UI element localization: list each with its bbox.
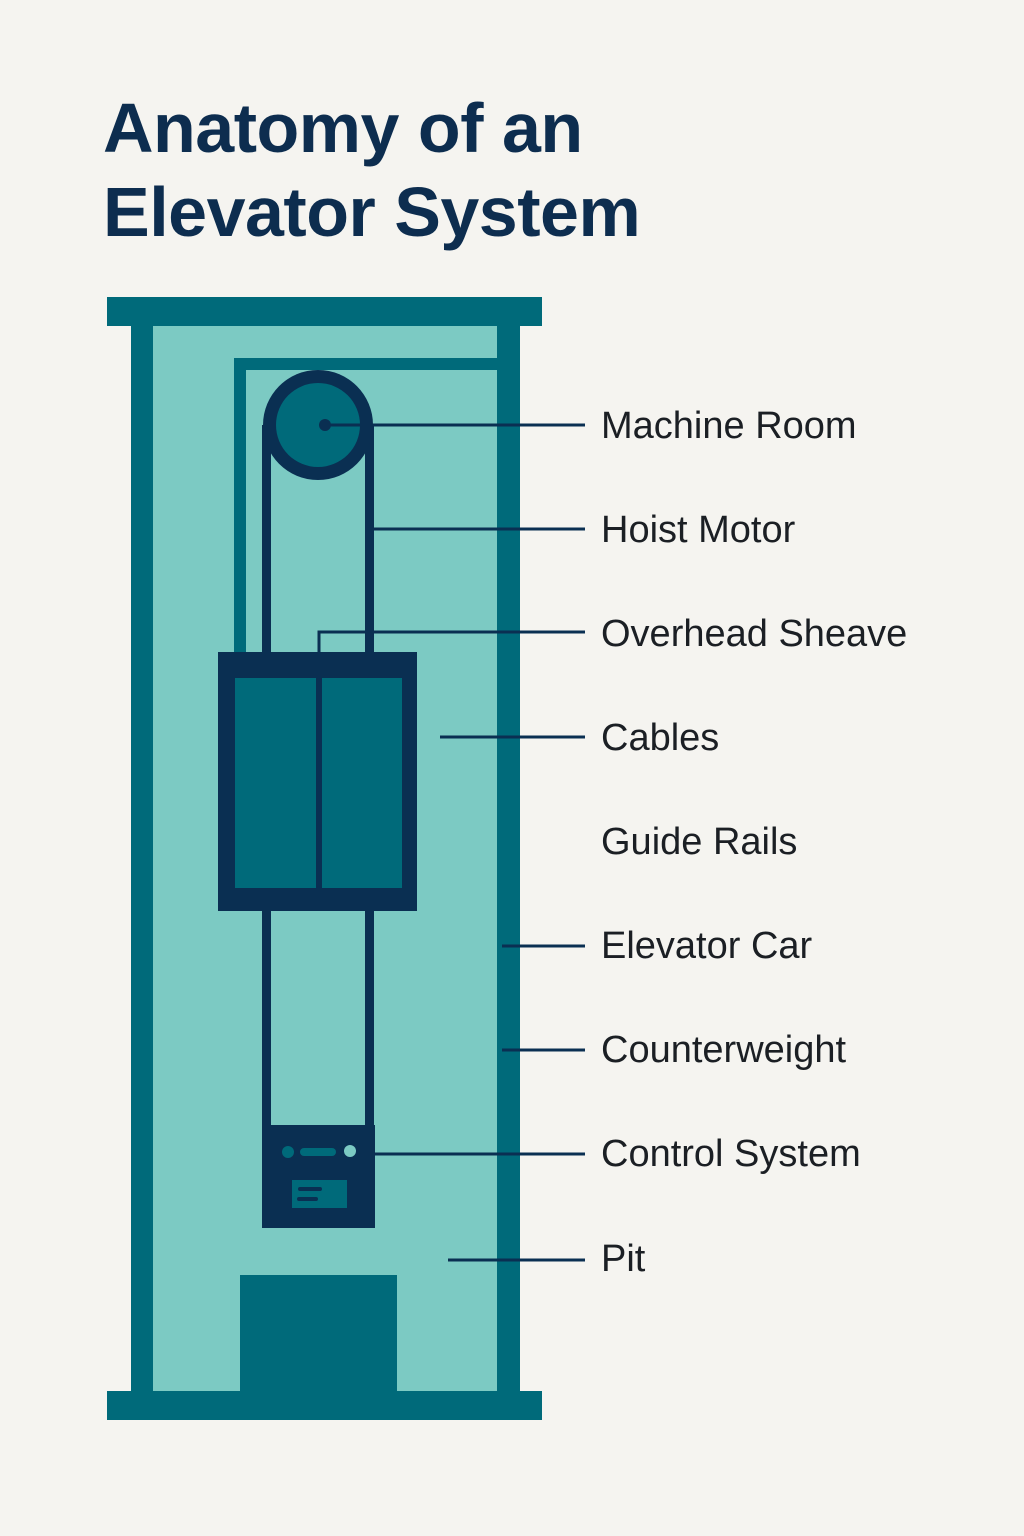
indicator-dot-left bbox=[282, 1146, 294, 1158]
label-guide-rails: Guide Rails bbox=[601, 821, 798, 863]
machine-room-frame-top bbox=[234, 358, 497, 370]
title-line-2: Elevator System bbox=[103, 173, 641, 251]
cable-right-upper bbox=[365, 425, 374, 655]
cable-right-lower bbox=[365, 905, 374, 1130]
label-counterweight: Counterweight bbox=[601, 1029, 847, 1071]
label-overhead-sheave: Overhead Sheave bbox=[601, 613, 908, 655]
car-door-left bbox=[235, 678, 316, 888]
label-elevator-car: Elevator Car bbox=[601, 925, 813, 967]
label-cables: Cables bbox=[601, 717, 720, 759]
shaft-top-beam bbox=[107, 297, 542, 326]
indicator-dot-right bbox=[344, 1145, 356, 1157]
car-door-right bbox=[322, 678, 402, 888]
label-machine-room: Machine Room bbox=[601, 405, 857, 447]
leader-overhead-sheave bbox=[317, 630, 585, 652]
shaft-right-wall bbox=[497, 326, 520, 1391]
display-line-1 bbox=[298, 1187, 322, 1191]
shaft-bottom-beam bbox=[107, 1391, 542, 1420]
pit-block bbox=[240, 1275, 397, 1395]
display-line-2 bbox=[297, 1197, 318, 1201]
label-hoist-motor: Hoist Motor bbox=[601, 509, 796, 551]
cable-left-lower bbox=[262, 905, 271, 1130]
machine-room-frame-side bbox=[234, 358, 246, 654]
shaft-left-wall bbox=[131, 326, 153, 1391]
label-pit: Pit bbox=[601, 1238, 646, 1280]
indicator-bar bbox=[300, 1148, 336, 1156]
control-box bbox=[262, 1125, 375, 1228]
sheave-inner bbox=[276, 383, 360, 467]
label-control-system: Control System bbox=[601, 1133, 861, 1175]
title-line-1: Anatomy of an bbox=[103, 89, 583, 167]
control-display bbox=[292, 1180, 347, 1208]
cable-left-upper bbox=[262, 425, 271, 655]
page-title: Anatomy of an Elevator System bbox=[103, 86, 641, 254]
